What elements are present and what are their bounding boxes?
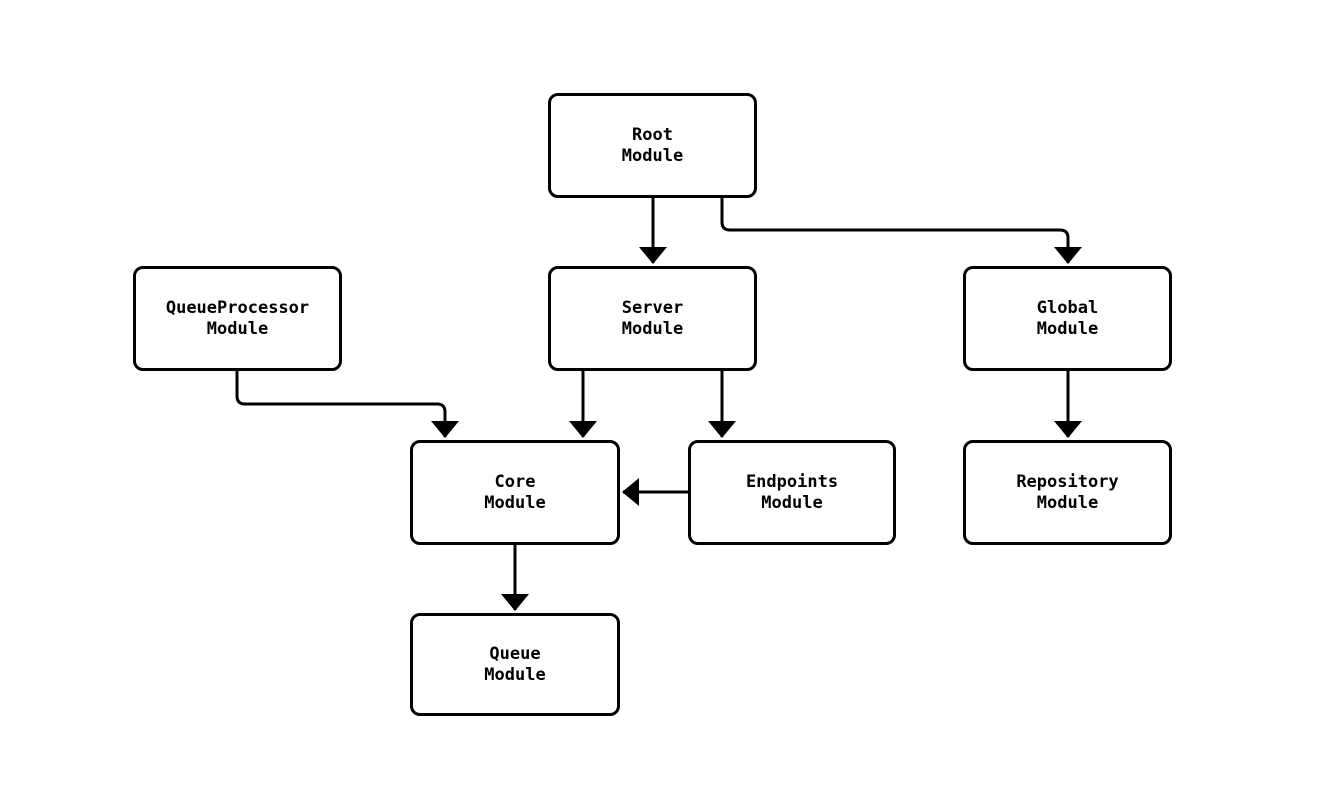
node-label: Module	[484, 492, 546, 513]
node-label: Repository	[1016, 471, 1119, 492]
node-server-module: Server Module	[548, 266, 757, 371]
node-label: Global	[1036, 297, 1099, 318]
node-repository-module: Repository Module	[963, 440, 1172, 545]
node-label: QueueProcessor	[165, 297, 310, 318]
node-queueprocessor-module: QueueProcessor Module	[133, 266, 342, 371]
node-label: Module	[621, 145, 684, 166]
node-queue-module: Queue Module	[410, 613, 620, 716]
node-root-module: Root Module	[548, 93, 757, 198]
edge-root-to-global	[720, 198, 1082, 264]
node-label: Module	[761, 492, 823, 513]
node-label: Core	[494, 471, 536, 492]
node-label: Root	[632, 124, 673, 145]
node-endpoints-module: Endpoints Module	[688, 440, 896, 545]
node-label: Endpoints	[745, 471, 839, 492]
node-global-module: Global Module	[963, 266, 1172, 371]
node-label: Module	[1036, 492, 1099, 513]
node-label: Module	[484, 664, 546, 685]
node-core-module: Core Module	[410, 440, 620, 545]
node-label: Module	[621, 318, 684, 339]
node-label: Queue	[489, 643, 541, 664]
node-label: Server	[621, 297, 684, 318]
edge-queueprocessor-to-core	[235, 371, 459, 438]
node-label: Module	[1036, 318, 1099, 339]
node-label: Module	[206, 318, 269, 339]
